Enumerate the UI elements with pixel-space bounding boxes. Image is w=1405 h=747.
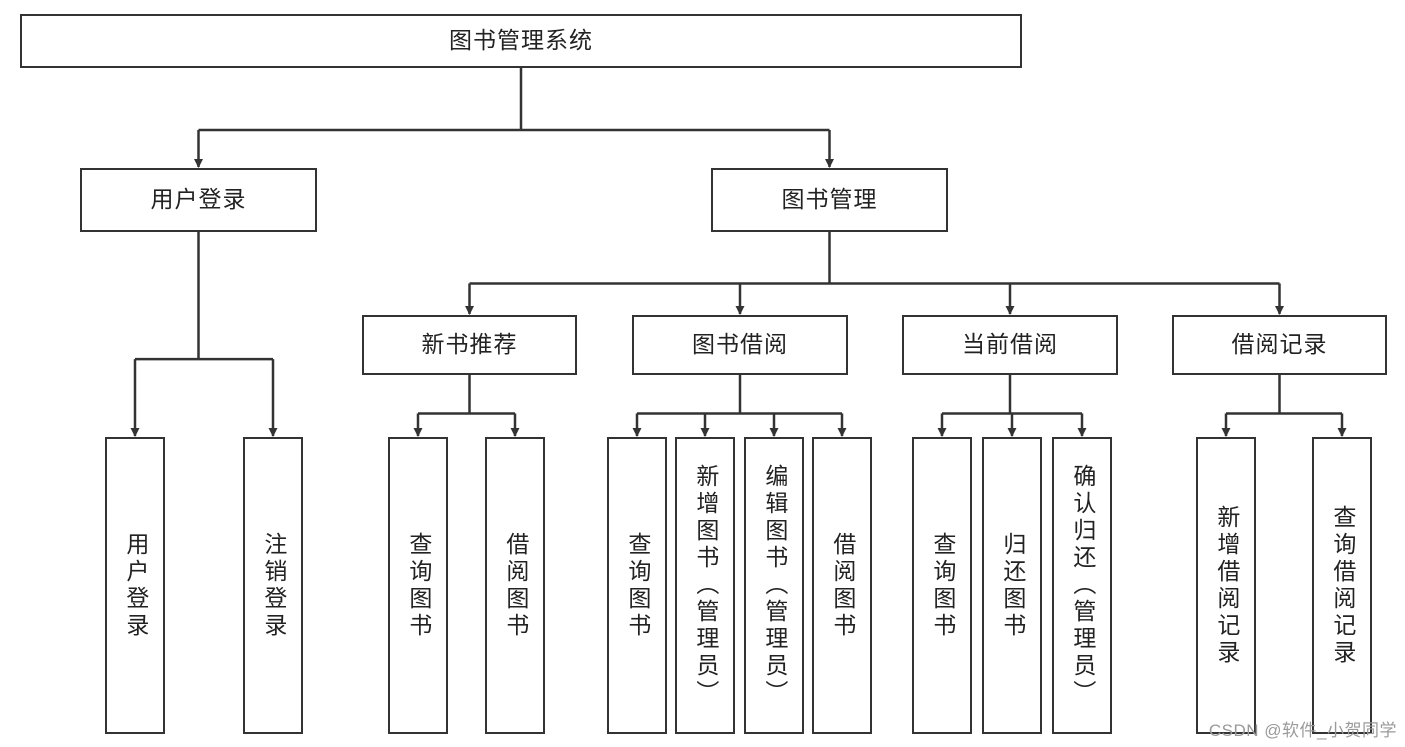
node-book-borrow[interactable]: 图书借阅 [632,315,848,375]
node-label: 图书管理系统 [449,27,593,54]
node-label: 图书管理 [781,186,878,213]
node-label: 查询借阅记录 [1329,504,1356,667]
leaf-query-book-recommend[interactable]: 查询图书 [388,437,448,734]
node-borrow-record[interactable]: 借阅记录 [1172,315,1387,375]
leaf-query-book-current[interactable]: 查询图书 [912,437,972,734]
node-user-login[interactable]: 用户登录 [80,168,317,232]
leaf-return-book[interactable]: 归还图书 [982,437,1042,734]
node-label: 新增图书（管理员） [692,464,719,707]
node-book-management[interactable]: 图书管理 [711,168,948,232]
node-label: 新增借阅记录 [1213,504,1240,667]
node-label: 新书推荐 [421,331,518,358]
node-label: 注销登录 [260,531,287,640]
leaf-edit-book-admin[interactable]: 编辑图书（管理员） [744,437,804,734]
node-label: 查询图书 [405,531,432,640]
leaf-query-borrow-record[interactable]: 查询借阅记录 [1312,437,1372,734]
leaf-confirm-return-admin[interactable]: 确认归还（管理员） [1052,437,1112,734]
leaf-query-book-borrow[interactable]: 查询图书 [607,437,667,734]
node-label: 用户登录 [122,531,149,640]
leaf-borrow-book-recommend[interactable]: 借阅图书 [485,437,545,734]
node-current-borrow[interactable]: 当前借阅 [902,315,1118,375]
node-label: 图书借阅 [692,331,788,358]
node-label: 编辑图书（管理员） [761,464,788,707]
node-label: 借阅图书 [829,531,856,640]
leaf-logout[interactable]: 注销登录 [243,437,303,734]
node-root-system[interactable]: 图书管理系统 [20,14,1022,68]
node-label: 借阅图书 [502,531,529,640]
watermark-text: CSDN @软件_小贺同学 [1208,721,1397,740]
node-label: 查询图书 [929,531,956,640]
node-new-book-recommend[interactable]: 新书推荐 [362,315,577,375]
node-label: 用户登录 [150,186,247,213]
leaf-add-borrow-record[interactable]: 新增借阅记录 [1196,437,1256,734]
leaf-borrow-book[interactable]: 借阅图书 [812,437,872,734]
node-label: 确认归还（管理员） [1069,464,1096,707]
node-label: 归还图书 [999,531,1026,640]
node-label: 查询图书 [624,531,651,640]
node-label: 借阅记录 [1231,331,1328,358]
node-label: 当前借阅 [962,331,1058,358]
leaf-add-book-admin[interactable]: 新增图书（管理员） [675,437,735,734]
leaf-user-login[interactable]: 用户登录 [105,437,165,734]
